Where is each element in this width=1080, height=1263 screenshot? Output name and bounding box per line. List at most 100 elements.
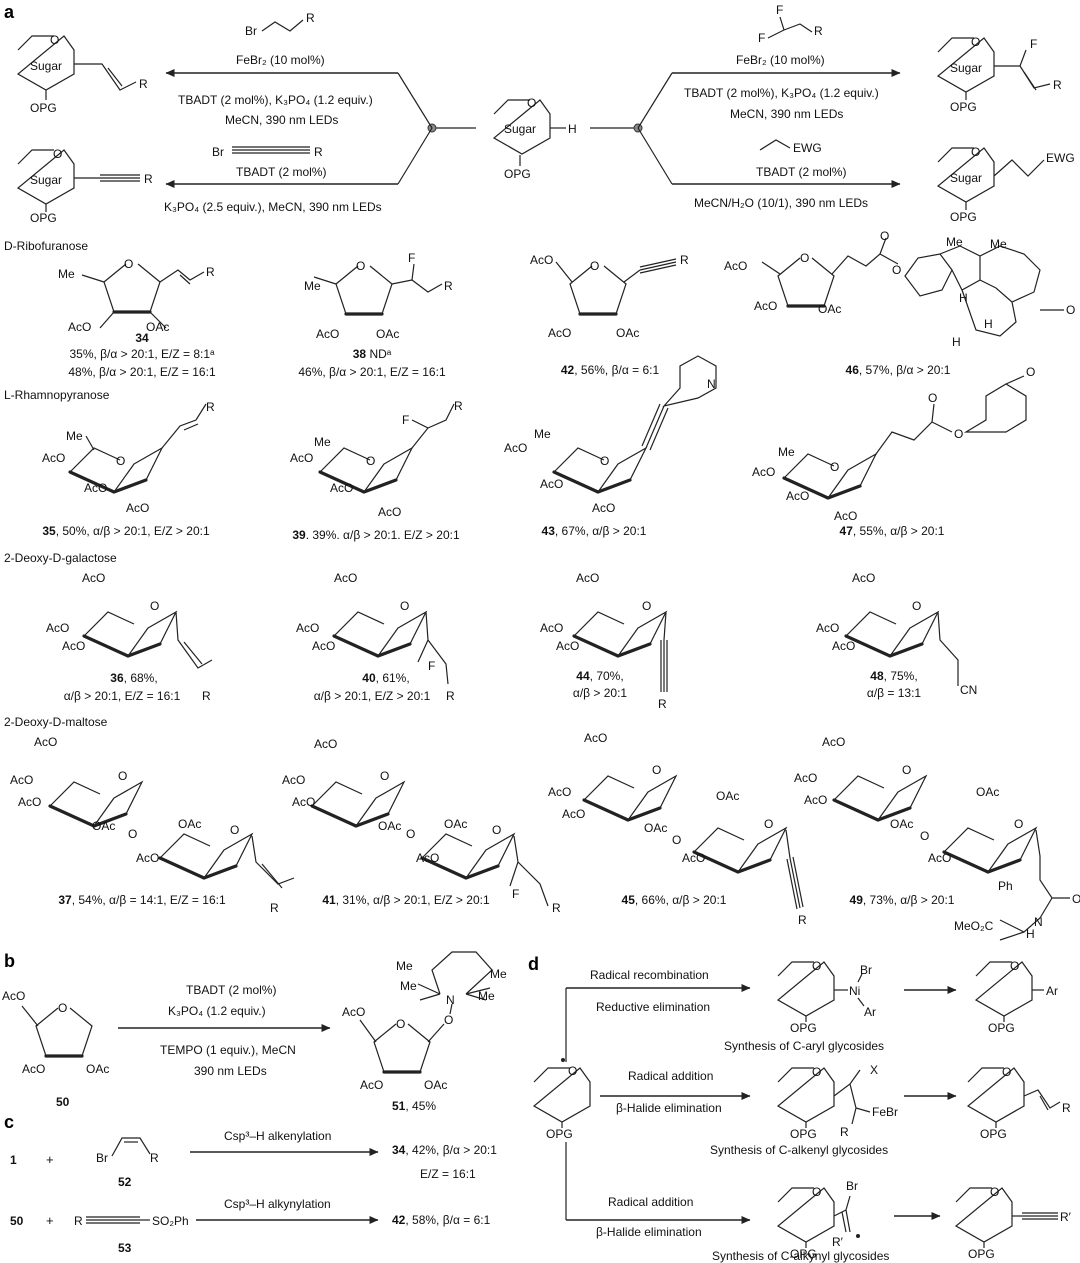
br-label: Br bbox=[245, 24, 257, 38]
left-top-cond1: TBADT (2 mol%), K₃PO₄ (1.2 equiv.) bbox=[178, 93, 373, 107]
panel-label-c: c bbox=[4, 1112, 14, 1132]
aco-label: AcO bbox=[592, 501, 615, 515]
ring-oxygen: O bbox=[124, 257, 133, 271]
oac-label: OAc bbox=[644, 821, 667, 835]
panel-label-b: b bbox=[4, 951, 15, 971]
ring-oxygen: O bbox=[400, 599, 409, 613]
h-label: H bbox=[952, 335, 961, 349]
caption-38-line2: 46%, β/α > 20:1, E/Z = 16:1 bbox=[298, 365, 446, 379]
structure-51: O AcO AcO OAc O N Me Me Me Me 51, 45% bbox=[342, 951, 507, 1113]
aco-label: AcO bbox=[540, 477, 563, 491]
aco-label: AcO bbox=[416, 851, 439, 865]
product-fluoroalkenyl-glycoside: O Sugar F R OPG bbox=[937, 35, 1062, 114]
caption-47: 47, 55%, α/β > 20:1 bbox=[840, 524, 945, 538]
ring-oxygen: O bbox=[902, 763, 911, 777]
r-label: R bbox=[270, 901, 279, 915]
r-label: R bbox=[446, 689, 455, 703]
r-label: R bbox=[658, 697, 667, 711]
ring-oxygen: O bbox=[356, 259, 365, 273]
oac-label: OAc bbox=[616, 326, 639, 340]
aco-label: AcO bbox=[2, 989, 25, 1003]
f-label: F bbox=[758, 31, 765, 45]
alkynyl-bromide-reagent: Br R bbox=[212, 145, 323, 159]
aco-label: AcO bbox=[852, 571, 875, 585]
d-bot-step2: β-Halide elimination bbox=[596, 1225, 702, 1239]
ring-oxygen: O bbox=[912, 599, 921, 613]
r-label: R bbox=[680, 253, 689, 267]
d-mid-step1: Radical addition bbox=[628, 1069, 713, 1083]
tempo-o: O bbox=[444, 1013, 453, 1027]
ring-oxygen: O bbox=[230, 823, 239, 837]
aco-label: AcO bbox=[136, 851, 159, 865]
oac-label: OAc bbox=[86, 1062, 109, 1076]
ring-oxygen: O bbox=[366, 454, 375, 468]
product-alkyl-ewg-glycoside: O Sugar EWG OPG bbox=[937, 145, 1075, 224]
ring-oxygen: O bbox=[830, 460, 839, 474]
ring-oxygen: O bbox=[971, 145, 980, 159]
r-label: R bbox=[206, 400, 215, 414]
r-label: R bbox=[552, 901, 561, 915]
oac-label: OAc bbox=[92, 819, 115, 833]
left-top-reagent: FeBr₂ (10 mol%) bbox=[236, 53, 325, 67]
aco-label: AcO bbox=[682, 851, 705, 865]
f-label: F bbox=[408, 251, 415, 265]
structure-44: O AcO AcO AcO R bbox=[540, 571, 668, 711]
r-label: R bbox=[202, 689, 211, 703]
compound-52-label: 52 bbox=[118, 1175, 132, 1189]
r-label: R bbox=[206, 265, 215, 279]
section-ribofuranose: D-Ribofuranose bbox=[4, 239, 88, 253]
product-alkenyl-glycoside: O Sugar R OPG bbox=[17, 33, 148, 115]
oac-label: OAc bbox=[716, 789, 739, 803]
ar-label: Ar bbox=[1046, 984, 1058, 998]
opg-label: OPG bbox=[504, 167, 531, 181]
r-label: R bbox=[1053, 78, 1062, 92]
ar-label: Ar bbox=[864, 1005, 876, 1019]
structure-46: O AcO O O AcO OAc Me Me H H H O bbox=[724, 229, 1075, 349]
structure-52: Br R 52 bbox=[96, 1137, 159, 1189]
aco-label: AcO bbox=[84, 481, 107, 495]
ring-oxygen: O bbox=[58, 1001, 67, 1015]
d-mid-caption: Synthesis of C-alkenyl glycosides bbox=[710, 1143, 888, 1157]
caption-46: 46, 57%, β/α > 20:1 bbox=[846, 363, 951, 377]
ring-oxygen: O bbox=[380, 769, 389, 783]
d-bot-step1: Radical addition bbox=[608, 1195, 693, 1209]
section-rhamnopyranose: L-Rhamnopyranose bbox=[4, 388, 110, 402]
plus-sign: + bbox=[46, 1152, 54, 1167]
h-label: H bbox=[959, 291, 968, 305]
aco-label: AcO bbox=[548, 785, 571, 799]
x-label: X bbox=[870, 1063, 878, 1077]
aco-label: AcO bbox=[290, 451, 313, 465]
pyridine-n: N bbox=[707, 377, 716, 391]
aco-label: AcO bbox=[22, 1062, 45, 1076]
oac-label: OAc bbox=[178, 817, 201, 831]
me-label: Me bbox=[990, 237, 1007, 251]
caption-45: 45, 66%, α/β > 20:1 bbox=[622, 893, 727, 907]
r-label: R bbox=[814, 24, 823, 38]
compound-50-label-c: 50 bbox=[10, 1214, 24, 1228]
structure-35: O Me AcO AcO AcO R bbox=[42, 400, 215, 515]
ring-oxygen: O bbox=[812, 959, 821, 973]
aco-label: AcO bbox=[928, 851, 951, 865]
aco-label: AcO bbox=[292, 795, 315, 809]
aco-label: AcO bbox=[804, 793, 827, 807]
structure-38: O Me F R AcO OAc bbox=[304, 251, 453, 341]
caption-34-line1: 35%, β/α > 20:1, E/Z = 8:1ᵃ bbox=[69, 347, 215, 361]
aco-label: AcO bbox=[62, 639, 85, 653]
aco-label: AcO bbox=[530, 253, 553, 267]
f-label: F bbox=[1030, 37, 1037, 51]
me-label: Me bbox=[490, 967, 507, 981]
r-label: R bbox=[314, 145, 323, 159]
section-deoxymaltose: 2-Deoxy-D-maltose bbox=[4, 715, 108, 729]
tempo-n: N bbox=[446, 993, 455, 1007]
ph-label: Ph bbox=[998, 879, 1013, 893]
aco-label: AcO bbox=[556, 639, 579, 653]
aco-label: AcO bbox=[312, 639, 335, 653]
right-top-cond1: TBADT (2 mol%), K₃PO₄ (1.2 equiv.) bbox=[684, 86, 879, 100]
caption-34-line2: 48%, β/α > 20:1, E/Z = 16:1 bbox=[68, 365, 216, 379]
aco-label: AcO bbox=[794, 771, 817, 785]
ring-oxygen: O bbox=[118, 769, 127, 783]
ring-oxygen: O bbox=[53, 147, 62, 161]
oac-label: OAc bbox=[890, 817, 913, 831]
r-prime-label: R′ bbox=[832, 1235, 844, 1249]
